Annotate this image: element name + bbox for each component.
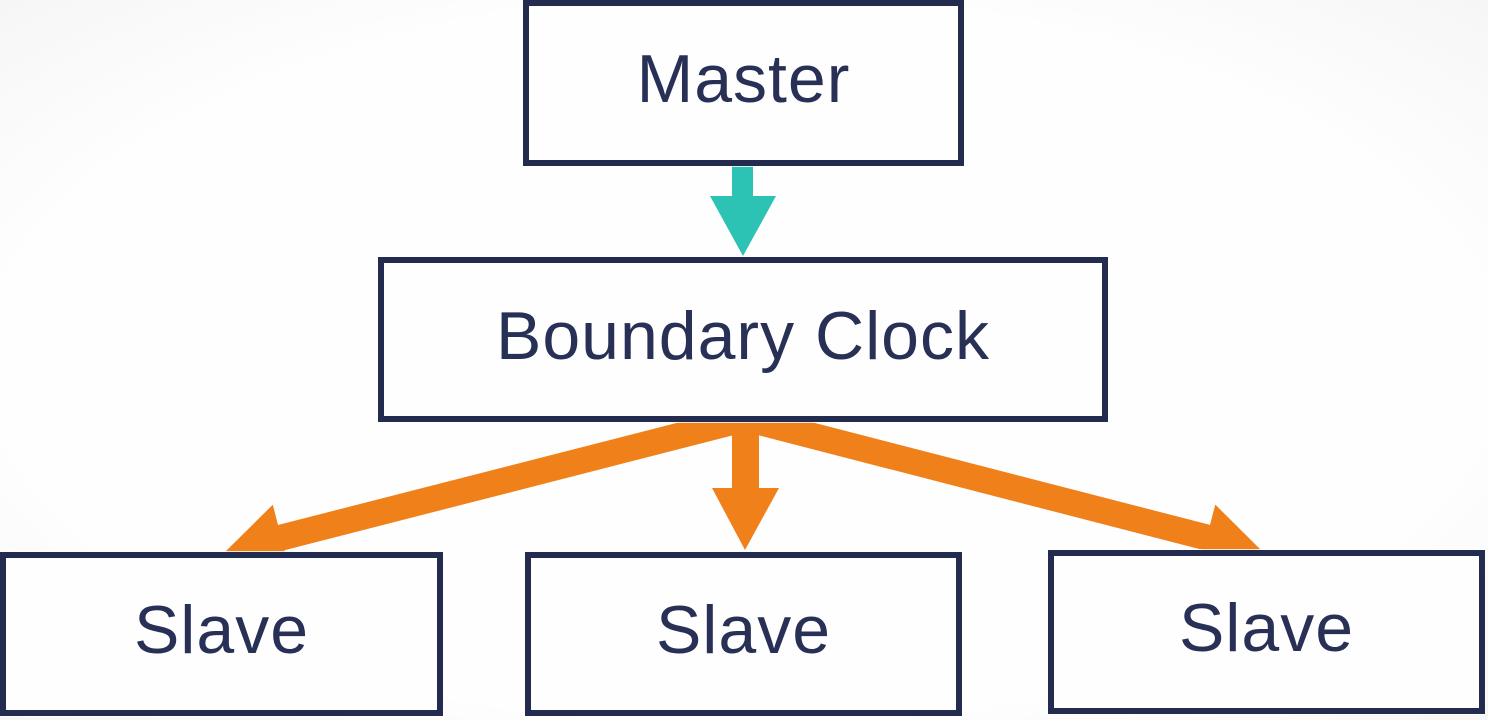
node-slave-1-label: Slave (133, 592, 310, 668)
node-boundary-clock: Boundary Clock (378, 257, 1108, 422)
node-slave-2: Slave (525, 552, 962, 716)
boundary-to-slave-3-arrow (728, 422, 1263, 571)
node-master-label: Master (636, 41, 851, 117)
node-slave-3: Slave (1048, 550, 1485, 714)
node-slave-1: Slave (0, 552, 443, 716)
node-slave-2-label: Slave (655, 592, 832, 668)
boundary-to-slave-2-arrow (712, 422, 779, 550)
boundary-to-slave-1-arrow (225, 422, 764, 571)
node-slave-3-label: Slave (1178, 590, 1355, 666)
node-master: Master (523, 0, 964, 166)
master-to-boundary-arrow (710, 165, 776, 256)
node-boundary-clock-label: Boundary Clock (495, 297, 991, 374)
